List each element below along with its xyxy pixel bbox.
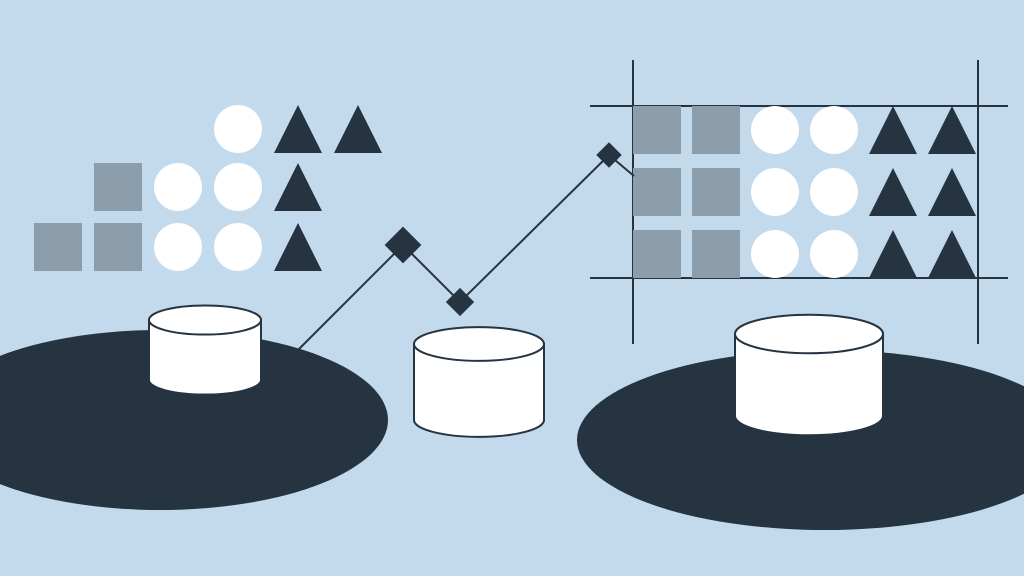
grid-r3c4-circle-icon — [810, 230, 858, 278]
left-r2c4-triangle-icon — [274, 163, 322, 211]
connector-node-3 — [596, 142, 622, 168]
grid-r2c6-triangle-icon — [928, 168, 976, 216]
grid-r3c2-square-icon — [692, 230, 740, 278]
grid-r2c1-square-icon — [633, 168, 681, 216]
grid-r2c2-square-icon — [692, 168, 740, 216]
db-middle-body — [413, 343, 545, 438]
left-r1c3-triangle-icon — [334, 105, 382, 153]
left-r1c2-triangle-icon — [274, 105, 322, 153]
grid-r1c3-circle-icon — [751, 106, 799, 154]
left-r3c4-circle-icon — [214, 223, 262, 271]
connector-node-2 — [445, 287, 475, 317]
grid-r3c5-triangle-icon — [869, 230, 917, 278]
grid-r3c1-square-icon — [633, 230, 681, 278]
db-right-lid — [734, 313, 884, 355]
database-icon-right — [734, 313, 884, 437]
left-platform-shadow — [0, 330, 388, 510]
database-icon-left — [148, 304, 262, 396]
grid-r1c6-triangle-icon — [928, 106, 976, 154]
db-middle-lid — [413, 326, 545, 362]
left-r3c5-triangle-icon — [274, 223, 322, 271]
connector-nodes — [384, 142, 622, 317]
grid-r1c4-circle-icon — [810, 106, 858, 154]
grid-r3c3-circle-icon — [751, 230, 799, 278]
left-r2c3-circle-icon — [214, 163, 262, 211]
grid-r2c4-circle-icon — [810, 168, 858, 216]
left-r2c1-square-icon — [94, 163, 142, 211]
left-shape-group — [34, 105, 382, 271]
left-r2c2-circle-icon — [154, 163, 202, 211]
left-r3c3-circle-icon — [154, 223, 202, 271]
grid-r2c3-circle-icon — [751, 168, 799, 216]
left-r3c1-square-icon — [34, 223, 82, 271]
right-platform-shadow — [577, 350, 1024, 530]
db-right-body — [734, 333, 884, 437]
grid-r2c5-triangle-icon — [869, 168, 917, 216]
grid-r1c5-triangle-icon — [869, 106, 917, 154]
grid-r1c1-square-icon — [633, 106, 681, 154]
grid-shape-group — [633, 106, 976, 278]
database-icon-middle — [413, 326, 545, 438]
connector-node-1 — [384, 226, 422, 264]
db-left-body — [148, 319, 262, 396]
left-r1c1-circle-icon — [214, 105, 262, 153]
grid-r3c6-triangle-icon — [928, 230, 976, 278]
db-left-lid — [148, 304, 262, 336]
left-r3c2-square-icon — [94, 223, 142, 271]
grid-r1c2-square-icon — [692, 106, 740, 154]
